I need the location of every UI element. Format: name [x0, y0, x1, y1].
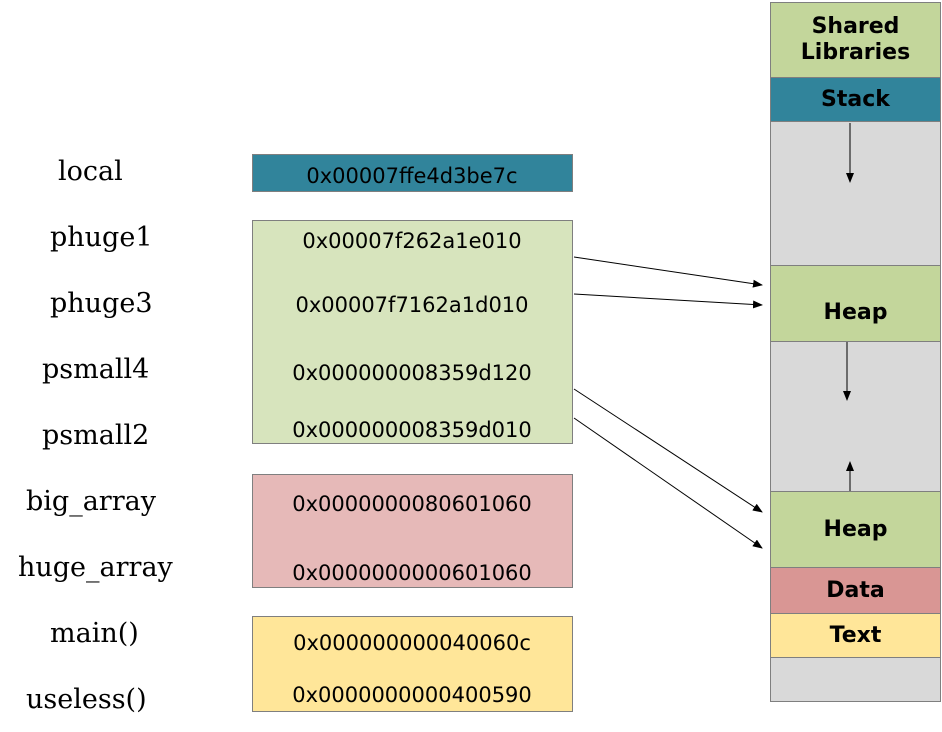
var-label-psmall4: psmall4 — [42, 354, 150, 385]
segment-free-upper — [770, 121, 941, 266]
stack-address-box — [252, 154, 573, 192]
segment-shared-libraries: Shared Libraries — [770, 2, 941, 78]
arrow-psmall4-to-heap — [573, 388, 763, 513]
address-psmall4: 0x000000008359d120 — [292, 361, 532, 385]
var-label-useless: useless() — [26, 684, 147, 715]
var-label-psmall2: psmall2 — [42, 420, 150, 451]
arrow-phuge3-to-heap — [573, 293, 763, 309]
segment-free-bottom — [770, 657, 941, 702]
var-label-main: main() — [50, 618, 139, 649]
address-phuge1: 0x00007f262a1e010 — [302, 229, 522, 253]
segment-heap-upper: Heap — [770, 265, 941, 342]
arrow-phuge1-to-heap — [573, 256, 763, 288]
address-phuge3: 0x00007f7162a1d010 — [295, 293, 529, 317]
var-label-local: local — [58, 156, 123, 187]
segment-stack: Stack — [770, 77, 941, 122]
segment-text-label: Text — [829, 622, 882, 648]
var-label-phuge3: phuge3 — [50, 288, 153, 319]
var-label-big-array: big_array — [26, 486, 156, 517]
segment-data: Data — [770, 567, 941, 614]
segment-shared-libraries-label: Shared Libraries — [800, 14, 911, 65]
address-main: 0x000000000040060c — [293, 631, 531, 655]
address-psmall2: 0x000000008359d010 — [292, 418, 532, 442]
static-data-address-box — [252, 474, 573, 588]
address-useless: 0x0000000000400590 — [292, 683, 532, 707]
code-address-box — [252, 616, 573, 712]
segment-stack-label: Stack — [821, 86, 890, 112]
var-label-huge-array: huge_array — [18, 552, 173, 583]
segment-heap-upper-label: Heap — [823, 299, 888, 325]
var-label-phuge1: phuge1 — [50, 222, 153, 253]
arrow-psmall2-to-heap — [573, 417, 763, 549]
heap-address-box — [252, 220, 573, 444]
segment-heap-lower-label: Heap — [823, 516, 888, 542]
address-local: 0x00007ffe4d3be7c — [306, 164, 518, 188]
address-big-array: 0x0000000080601060 — [292, 492, 532, 516]
address-huge-array: 0x0000000000601060 — [292, 561, 532, 585]
segment-data-label: Data — [826, 577, 885, 603]
